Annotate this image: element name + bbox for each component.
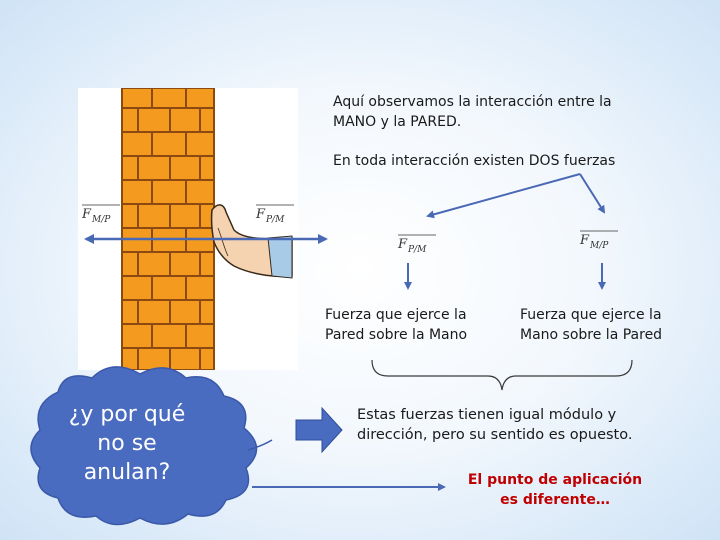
question-line-1: ¿y por qué xyxy=(68,402,186,427)
conclusion-line-1: Estas fuerzas tienen igual módulo y xyxy=(357,407,617,423)
branch-arrow-left xyxy=(426,173,581,219)
force-pm-desc-line-2: Pared sobre la Mano xyxy=(325,327,468,343)
force-label-pm-main: F xyxy=(397,237,408,252)
wall-illustration xyxy=(78,88,298,370)
block-arrow xyxy=(295,406,343,454)
intro-line-1: Aquí observamos la interacción entre la xyxy=(333,94,612,110)
question-text: ¿y por qué no se anulan? xyxy=(52,400,202,487)
force-label-right-sub: P/M xyxy=(265,215,285,225)
question-line-2: no se xyxy=(97,431,157,456)
intro-line-2: MANO y la PARED. xyxy=(333,114,462,130)
hand-icon xyxy=(210,204,293,279)
answer-line-1: El punto de aplicación xyxy=(467,472,643,488)
force-mp-description: Fuerza que ejerce la Mano sobre la Pared xyxy=(520,305,662,345)
cloud-tail xyxy=(247,439,273,451)
question-cloud xyxy=(30,366,258,526)
interaction-text: En toda interacción existen DOS fuerzas xyxy=(333,153,616,169)
grouping-brace xyxy=(371,359,633,391)
force-label-mp-main: F xyxy=(579,233,590,248)
branch-arrow-right xyxy=(579,173,606,214)
brick-wall xyxy=(121,88,215,370)
conclusion-text: Estas fuerzas tienen igual módulo y dire… xyxy=(357,405,632,445)
force-label-pm-sub: P/M xyxy=(407,245,427,255)
answer-text: El punto de aplicación es diferente… xyxy=(440,470,670,510)
force-label-pm: F P/M xyxy=(397,234,436,255)
force-label-left-main: F xyxy=(81,207,92,222)
force-label-left-sub: M/P xyxy=(91,215,111,225)
force-label-mp-sub: M/P xyxy=(589,241,609,251)
force-pm-description: Fuerza que ejerce la Pared sobre la Mano xyxy=(325,305,467,345)
force-label-right-main: F xyxy=(255,207,266,222)
answer-line-2: es diferente… xyxy=(500,492,610,508)
force-mp-desc-line-2: Mano sobre la Pared xyxy=(520,327,663,343)
conclusion-line-2: dirección, pero su sentido es opuesto. xyxy=(357,427,633,443)
force-label-right: F P/M xyxy=(255,204,294,225)
force-label-mp: F M/P xyxy=(579,230,618,251)
force-label-left: F M/P xyxy=(81,204,120,225)
force-pm-desc-line-1: Fuerza que ejerce la xyxy=(325,307,467,323)
intro-text: Aquí observamos la interacción entre la … xyxy=(333,92,612,132)
force-mp-desc-line-1: Fuerza que ejerce la xyxy=(520,307,662,323)
question-line-3: anulan? xyxy=(83,460,171,485)
